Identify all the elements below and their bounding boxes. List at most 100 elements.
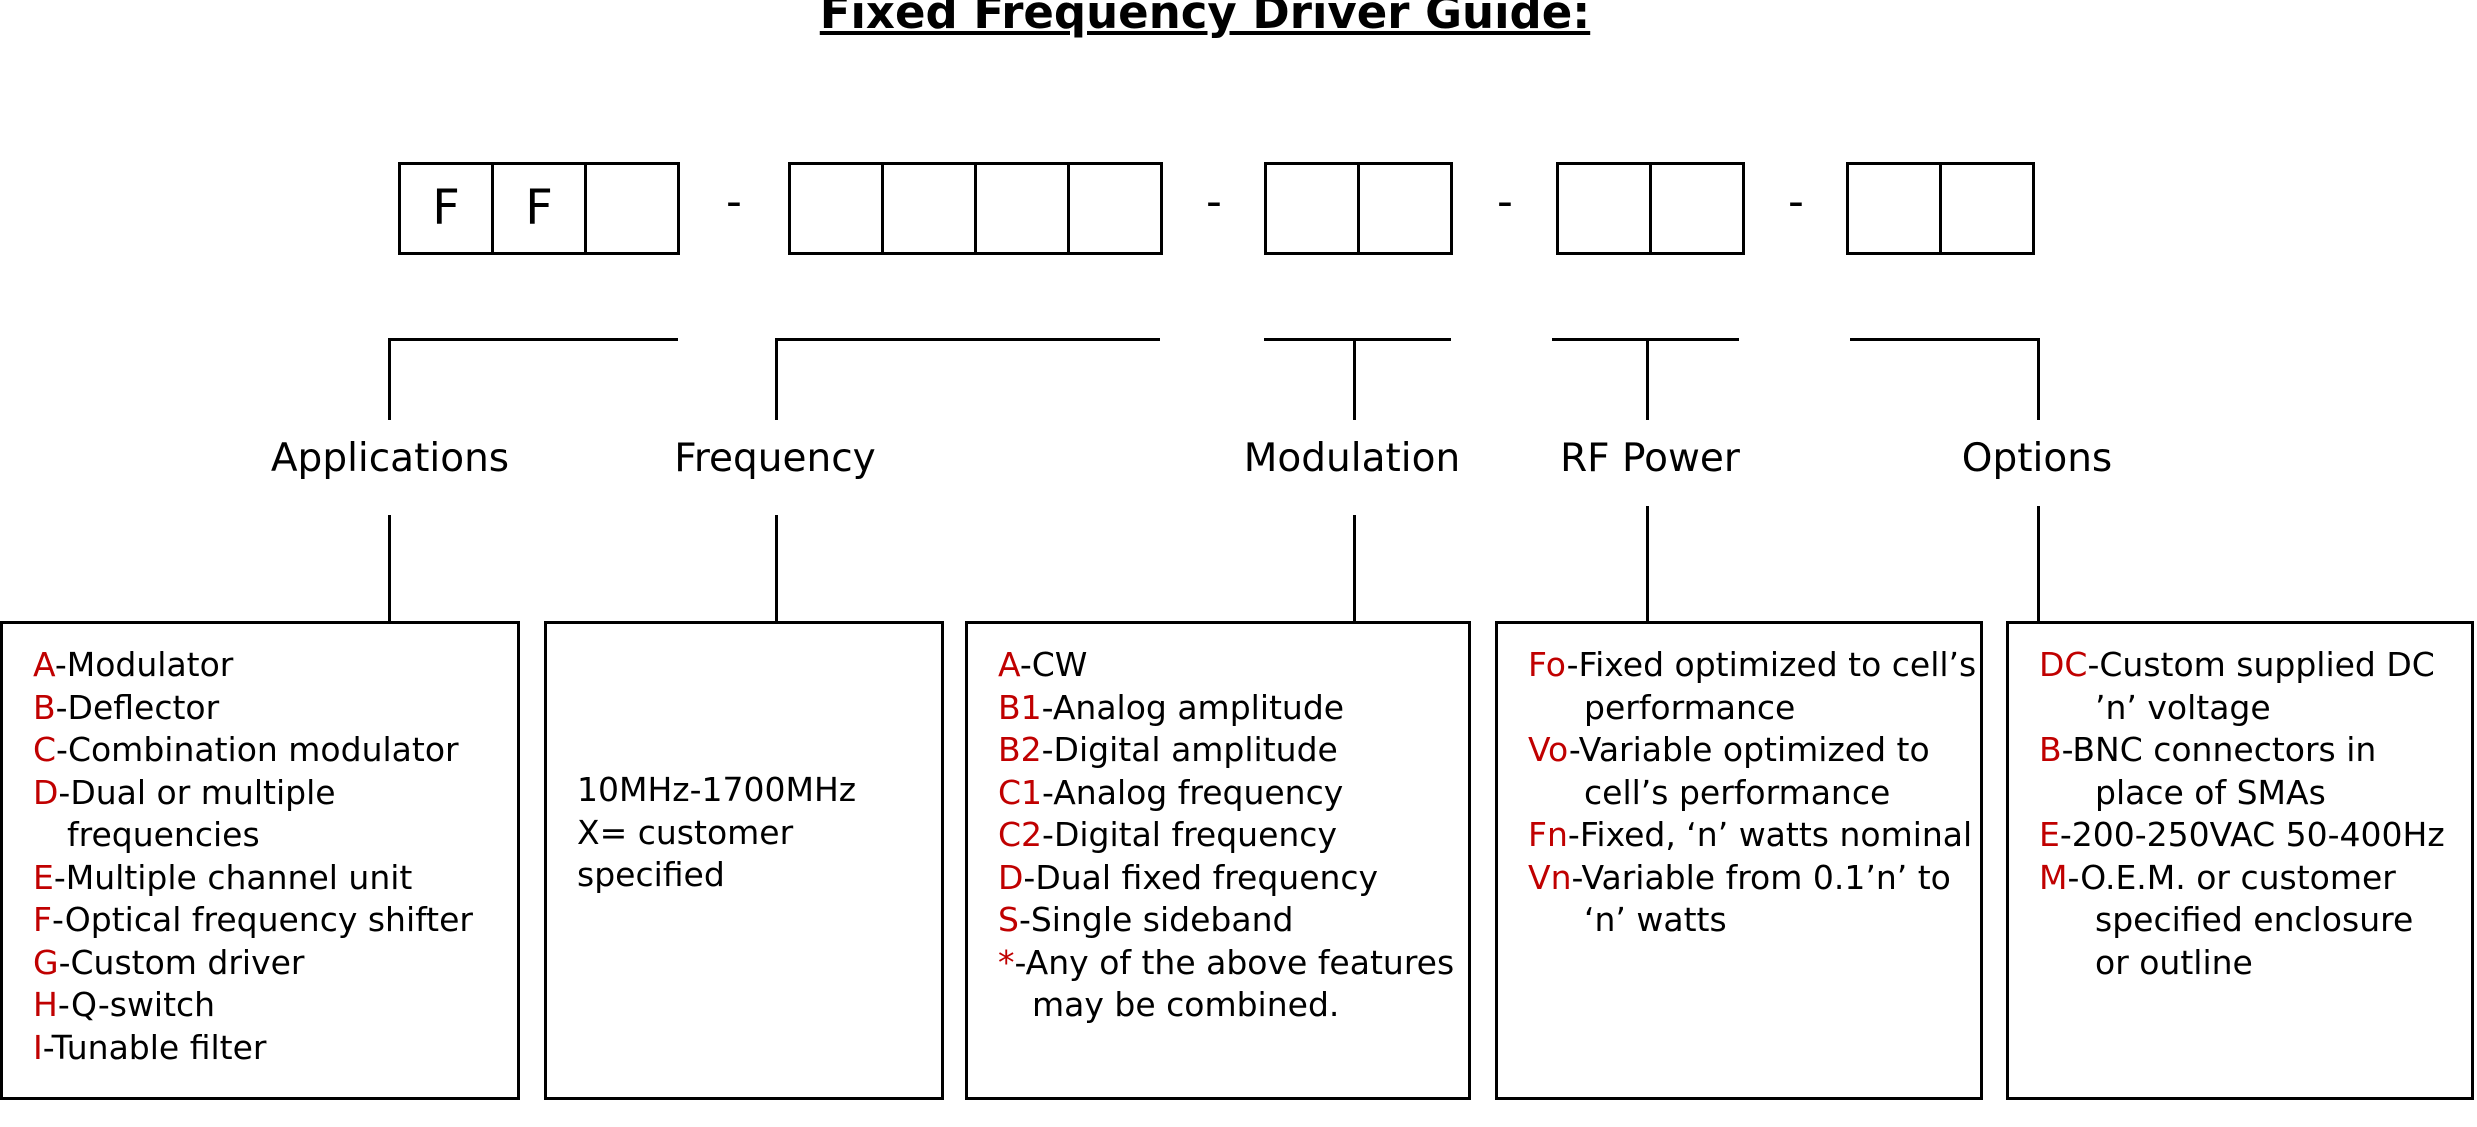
option-code: D bbox=[33, 772, 59, 812]
category-label-rf-power: RF Power bbox=[1560, 436, 1740, 481]
option-description: -Any of the above features bbox=[1014, 942, 1455, 982]
rf-power-bracket-stem bbox=[1646, 338, 1649, 420]
application-box-3 bbox=[584, 162, 680, 255]
application-box-2: F bbox=[491, 162, 587, 255]
option-code: A bbox=[33, 645, 55, 684]
application-box-1: F bbox=[398, 162, 494, 255]
category-label-applications: Applications bbox=[270, 436, 510, 481]
modulation-bracket-stem bbox=[1353, 338, 1356, 420]
options-box-2 bbox=[1939, 162, 2035, 255]
option-code: H bbox=[33, 985, 58, 1024]
option-code: C bbox=[33, 730, 57, 769]
separator-dash: - bbox=[1206, 176, 1222, 227]
option-description: -Combination modulator bbox=[56, 730, 459, 769]
applications-item: H-Q-switch bbox=[33, 984, 473, 1027]
frequency-box-2 bbox=[881, 162, 977, 255]
modulation-item: B2-Digital amplitude bbox=[998, 729, 1454, 772]
option-description: -Variable optimized to bbox=[1568, 730, 1930, 769]
frequency-connector bbox=[775, 515, 778, 623]
option-code: F bbox=[33, 900, 52, 939]
frequency-bracket bbox=[775, 338, 1160, 341]
separator-dash: - bbox=[726, 176, 742, 227]
option-code: B2 bbox=[998, 730, 1042, 769]
option-description: -Deflector bbox=[55, 687, 220, 727]
option-code: C2 bbox=[998, 815, 1043, 854]
option-code: Fn bbox=[1528, 815, 1568, 854]
modulation-item: D-Dual fixed frequency bbox=[998, 857, 1454, 900]
frequency-description: 10MHz-1700MHz X= customer specified bbox=[577, 769, 856, 897]
frequency-bracket-stem bbox=[775, 338, 778, 420]
option-description: -Fixed optimized to cell’s bbox=[1566, 645, 1977, 684]
option-description: -BNC connectors in bbox=[2061, 730, 2377, 769]
frequency-box-3 bbox=[974, 162, 1070, 255]
applications-item: B-Deflector bbox=[33, 687, 473, 730]
options-box-1 bbox=[1846, 162, 1942, 255]
option-description: -Variable from 0.1’n’ to bbox=[1571, 857, 1951, 897]
frequency-range: 10MHz-1700MHz bbox=[577, 770, 857, 809]
option-code: S bbox=[998, 900, 1019, 939]
options-item: DC-Custom supplied DC’n’ voltage bbox=[2039, 644, 2455, 729]
option-code: M bbox=[2039, 857, 2068, 897]
options-bracket-stem bbox=[2037, 338, 2040, 420]
option-code: D bbox=[998, 857, 1024, 897]
rf-power-item: Vn-Variable from 0.1’n’ to‘n’ watts bbox=[1528, 857, 1976, 942]
option-description: -Custom driver bbox=[58, 942, 305, 982]
modulation-item: C2-Digital frequency bbox=[998, 814, 1454, 857]
option-description: -Optical frequency shifter bbox=[51, 900, 473, 939]
option-code: B bbox=[33, 687, 56, 727]
option-description-continued: frequencies bbox=[67, 815, 260, 854]
option-description: -Analog frequency bbox=[1042, 772, 1344, 812]
modulation-item: A-CW bbox=[998, 644, 1454, 687]
option-description: -Q-switch bbox=[57, 985, 216, 1024]
modulation-bracket bbox=[1264, 338, 1451, 341]
option-code: E bbox=[33, 857, 54, 897]
modulation-item: C1-Analog frequency bbox=[998, 772, 1454, 815]
option-description: -Digital frequency bbox=[1042, 815, 1337, 854]
modulation-box-2 bbox=[1357, 162, 1453, 255]
separator-dash: - bbox=[1497, 176, 1513, 227]
applications-item: C-Combination modulator bbox=[33, 729, 473, 772]
option-code: Vo bbox=[1528, 730, 1569, 769]
option-code: Fo bbox=[1528, 645, 1567, 684]
option-code: B1 bbox=[998, 687, 1042, 727]
applications-item: A-Modulator bbox=[33, 644, 473, 687]
option-description: -CW bbox=[1019, 645, 1088, 684]
frequency-box-4 bbox=[1067, 162, 1163, 255]
option-code: A bbox=[998, 645, 1020, 684]
option-code: DC bbox=[2039, 645, 2088, 684]
modulation-connector bbox=[1353, 515, 1356, 623]
option-code: G bbox=[33, 942, 59, 982]
option-description-continued: place of SMAs bbox=[2095, 772, 2326, 812]
rf-power-item: Fn-Fixed, ‘n’ watts nominal bbox=[1528, 814, 1976, 857]
applications-item: I-Tunable filter bbox=[33, 1027, 473, 1070]
rf-power-connector bbox=[1646, 506, 1649, 623]
category-label-modulation: Modulation bbox=[1243, 436, 1461, 481]
category-label-options: Options bbox=[1961, 436, 2113, 481]
modulation-item: B1-Analog amplitude bbox=[998, 687, 1454, 730]
option-description-continued: ‘n’ watts bbox=[1584, 900, 1727, 939]
option-description: -200-250VAC 50-400Hz bbox=[2059, 815, 2445, 854]
rf-power-box-2 bbox=[1649, 162, 1745, 255]
applications-item: F-Optical frequency shifter bbox=[33, 899, 473, 942]
separator-dash: - bbox=[1788, 176, 1804, 227]
option-description-continued: may be combined. bbox=[1032, 985, 1340, 1024]
applications-item: E-Multiple channel unit bbox=[33, 857, 473, 900]
option-description: -Digital amplitude bbox=[1041, 730, 1338, 769]
option-description: -Multiple channel unit bbox=[53, 857, 413, 897]
options-item: E-200-250VAC 50-400Hz bbox=[2039, 814, 2455, 857]
option-description: -Dual fixed frequency bbox=[1023, 857, 1379, 897]
applications-bracket-stem bbox=[388, 338, 391, 420]
modulation-box-1 bbox=[1264, 162, 1360, 255]
applications-item: G-Custom driver bbox=[33, 942, 473, 985]
frequency-panel: 10MHz-1700MHz X= customer specified bbox=[544, 621, 944, 1100]
